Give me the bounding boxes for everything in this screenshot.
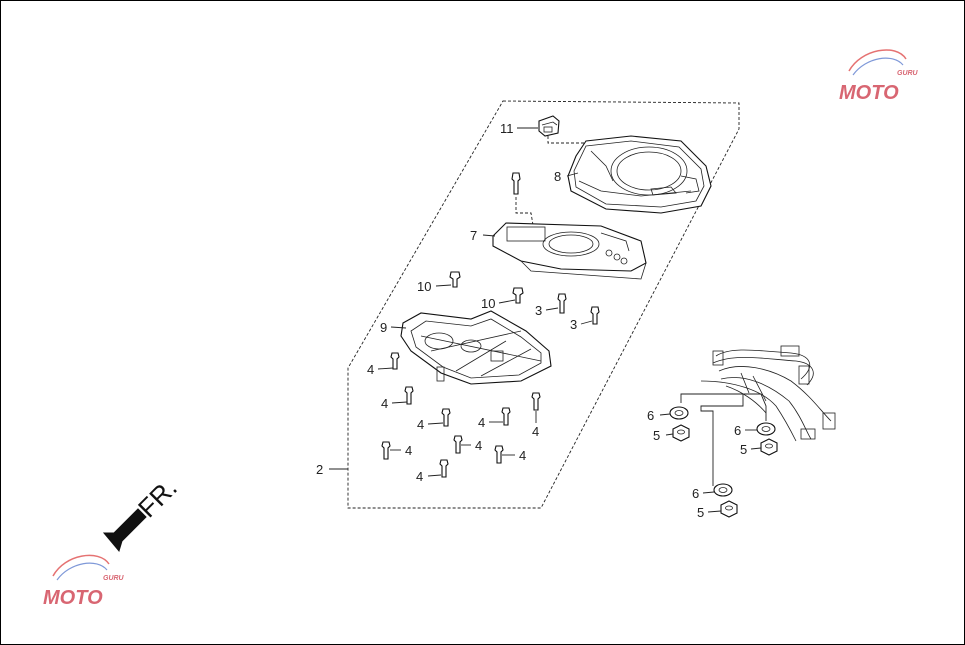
washer-6b — [756, 422, 776, 436]
dash-11-to-8 — [547, 136, 590, 152]
screw-4c — [441, 408, 451, 427]
screw-4d — [501, 407, 511, 426]
screw-4f — [381, 441, 391, 460]
callout-9: 9 — [380, 320, 387, 335]
nut-5a — [672, 424, 690, 442]
part-7-meter-board — [492, 222, 647, 280]
arrow-icon — [102, 508, 147, 553]
screw-3b — [590, 306, 600, 325]
harness-leader-2 — [743, 393, 767, 421]
harness-leader-1 — [680, 393, 744, 486]
wire-harness — [700, 345, 836, 442]
watermark-top-right: MOTO GURU — [839, 49, 919, 104]
callout-4g: 4 — [475, 438, 482, 453]
screw-4b — [404, 386, 414, 405]
screw-long — [511, 172, 521, 195]
watermark-sub: GURU — [103, 575, 125, 582]
callout-11: 11 — [500, 121, 514, 136]
watermark-brand: MOTO — [839, 82, 899, 104]
part-8-meter-cover — [567, 135, 712, 214]
screw-4a — [390, 352, 400, 370]
callout-4e: 4 — [532, 424, 539, 439]
nut-5c — [720, 500, 738, 518]
watermark-brand: MOTO — [43, 587, 103, 609]
callout-7: 7 — [470, 228, 477, 243]
callout-5a: 5 — [653, 428, 660, 443]
washer-6a — [669, 406, 689, 420]
callout-2: 2 — [316, 462, 323, 477]
callout-4f: 4 — [405, 443, 412, 458]
leader-lines — [329, 127, 762, 513]
assembly-boundary — [347, 100, 740, 509]
screw-4g — [453, 435, 463, 454]
callout-5c: 5 — [697, 505, 704, 520]
callout-4h: 4 — [519, 448, 526, 463]
callout-6c: 6 — [692, 486, 699, 501]
washer-6c — [713, 483, 733, 497]
callout-6a: 6 — [647, 408, 654, 423]
screw-4e — [531, 392, 541, 411]
screw-4h — [494, 445, 504, 464]
callout-4a: 4 — [367, 362, 374, 377]
swoosh-icon — [52, 554, 110, 577]
callout-10b: 10 — [481, 296, 495, 311]
front-direction-arrow: FR. — [102, 472, 183, 553]
callout-4d: 4 — [478, 415, 485, 430]
watermark-bottom-left: MOTO GURU — [43, 554, 125, 609]
callout-4b: 4 — [381, 396, 388, 411]
callout-8: 8 — [554, 169, 561, 184]
screw-10a — [449, 271, 461, 288]
callout-4c: 4 — [417, 417, 424, 432]
dash-screw-to-7 — [515, 197, 534, 226]
screw-3a — [557, 293, 567, 314]
callout-3a: 3 — [535, 303, 542, 318]
nut-5b — [760, 438, 778, 456]
callout-3b: 3 — [570, 317, 577, 332]
swoosh-icon — [848, 49, 907, 72]
part-9-meter-case — [400, 310, 552, 385]
callout-10a: 10 — [417, 279, 431, 294]
part-11-connector — [538, 115, 560, 137]
callout-5b: 5 — [740, 442, 747, 457]
screw-10b — [512, 287, 524, 304]
callout-6b: 6 — [734, 423, 741, 438]
watermark-sub: GURU — [897, 70, 919, 77]
callout-4i: 4 — [416, 469, 423, 484]
screw-4i — [439, 459, 449, 478]
